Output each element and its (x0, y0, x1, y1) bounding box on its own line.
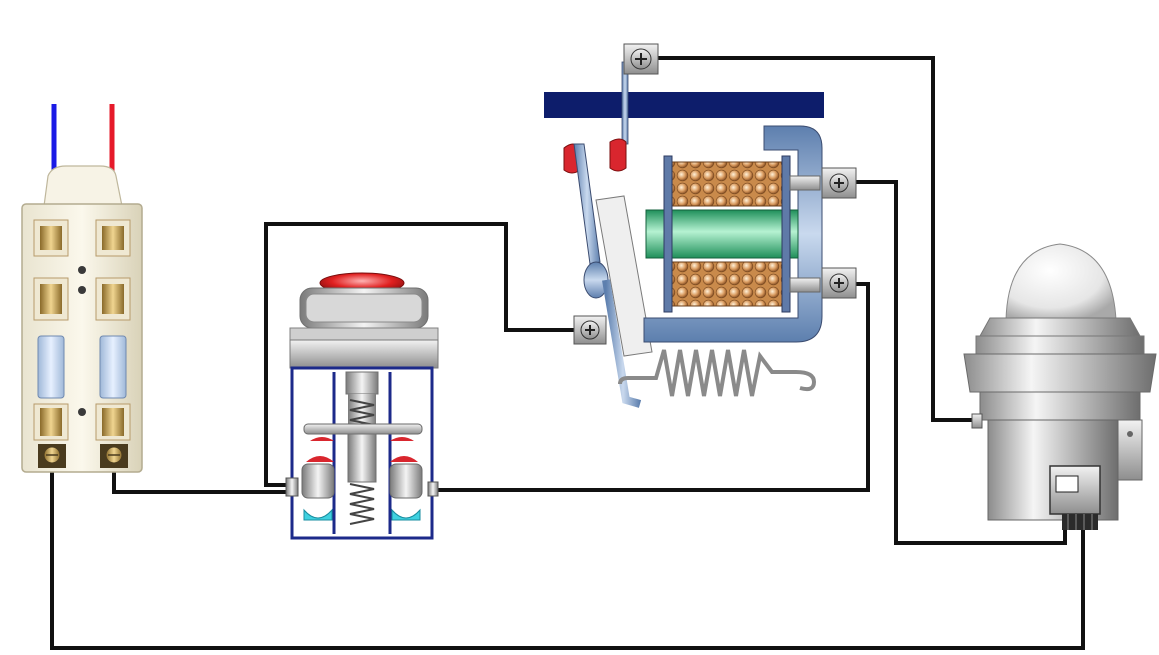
pushbutton-terminal-left (285, 477, 299, 497)
relay-armature (573, 143, 653, 408)
fuse-left (33, 219, 69, 468)
wires (50, 56, 1085, 650)
wire-pushbutton-to-armature (264, 222, 580, 487)
wire-contact-to-lamp (652, 56, 978, 422)
relay-coil-winding-bottom (671, 261, 783, 307)
wire-pushbutton-to-relay-lower (432, 282, 870, 492)
wire-fuse-left-to-lamp (50, 455, 1085, 650)
relay-coil-winding-top (671, 161, 783, 207)
lamp-terminal-block (1049, 465, 1101, 530)
fuse-right (95, 219, 131, 468)
pushbutton-terminal-right (427, 481, 439, 497)
relay-contact-fixed (609, 138, 627, 172)
indicator-lamp (963, 243, 1157, 530)
relay-return-spring (618, 349, 817, 397)
relay-coil-terminal-lower (789, 267, 857, 299)
relay-frame (643, 125, 823, 343)
lamp-lens (1005, 243, 1117, 321)
fuse-block (21, 104, 143, 473)
lamp-side-terminal (971, 413, 983, 429)
pushbutton-switch (285, 272, 439, 540)
relay-coil-terminal-upper (789, 167, 857, 199)
relay (544, 43, 857, 408)
relay-top-terminal (623, 43, 659, 75)
relay-busbar (544, 92, 824, 118)
wire-relay-upper-to-lamp (848, 180, 1067, 545)
relay-armature-terminal (573, 315, 607, 345)
